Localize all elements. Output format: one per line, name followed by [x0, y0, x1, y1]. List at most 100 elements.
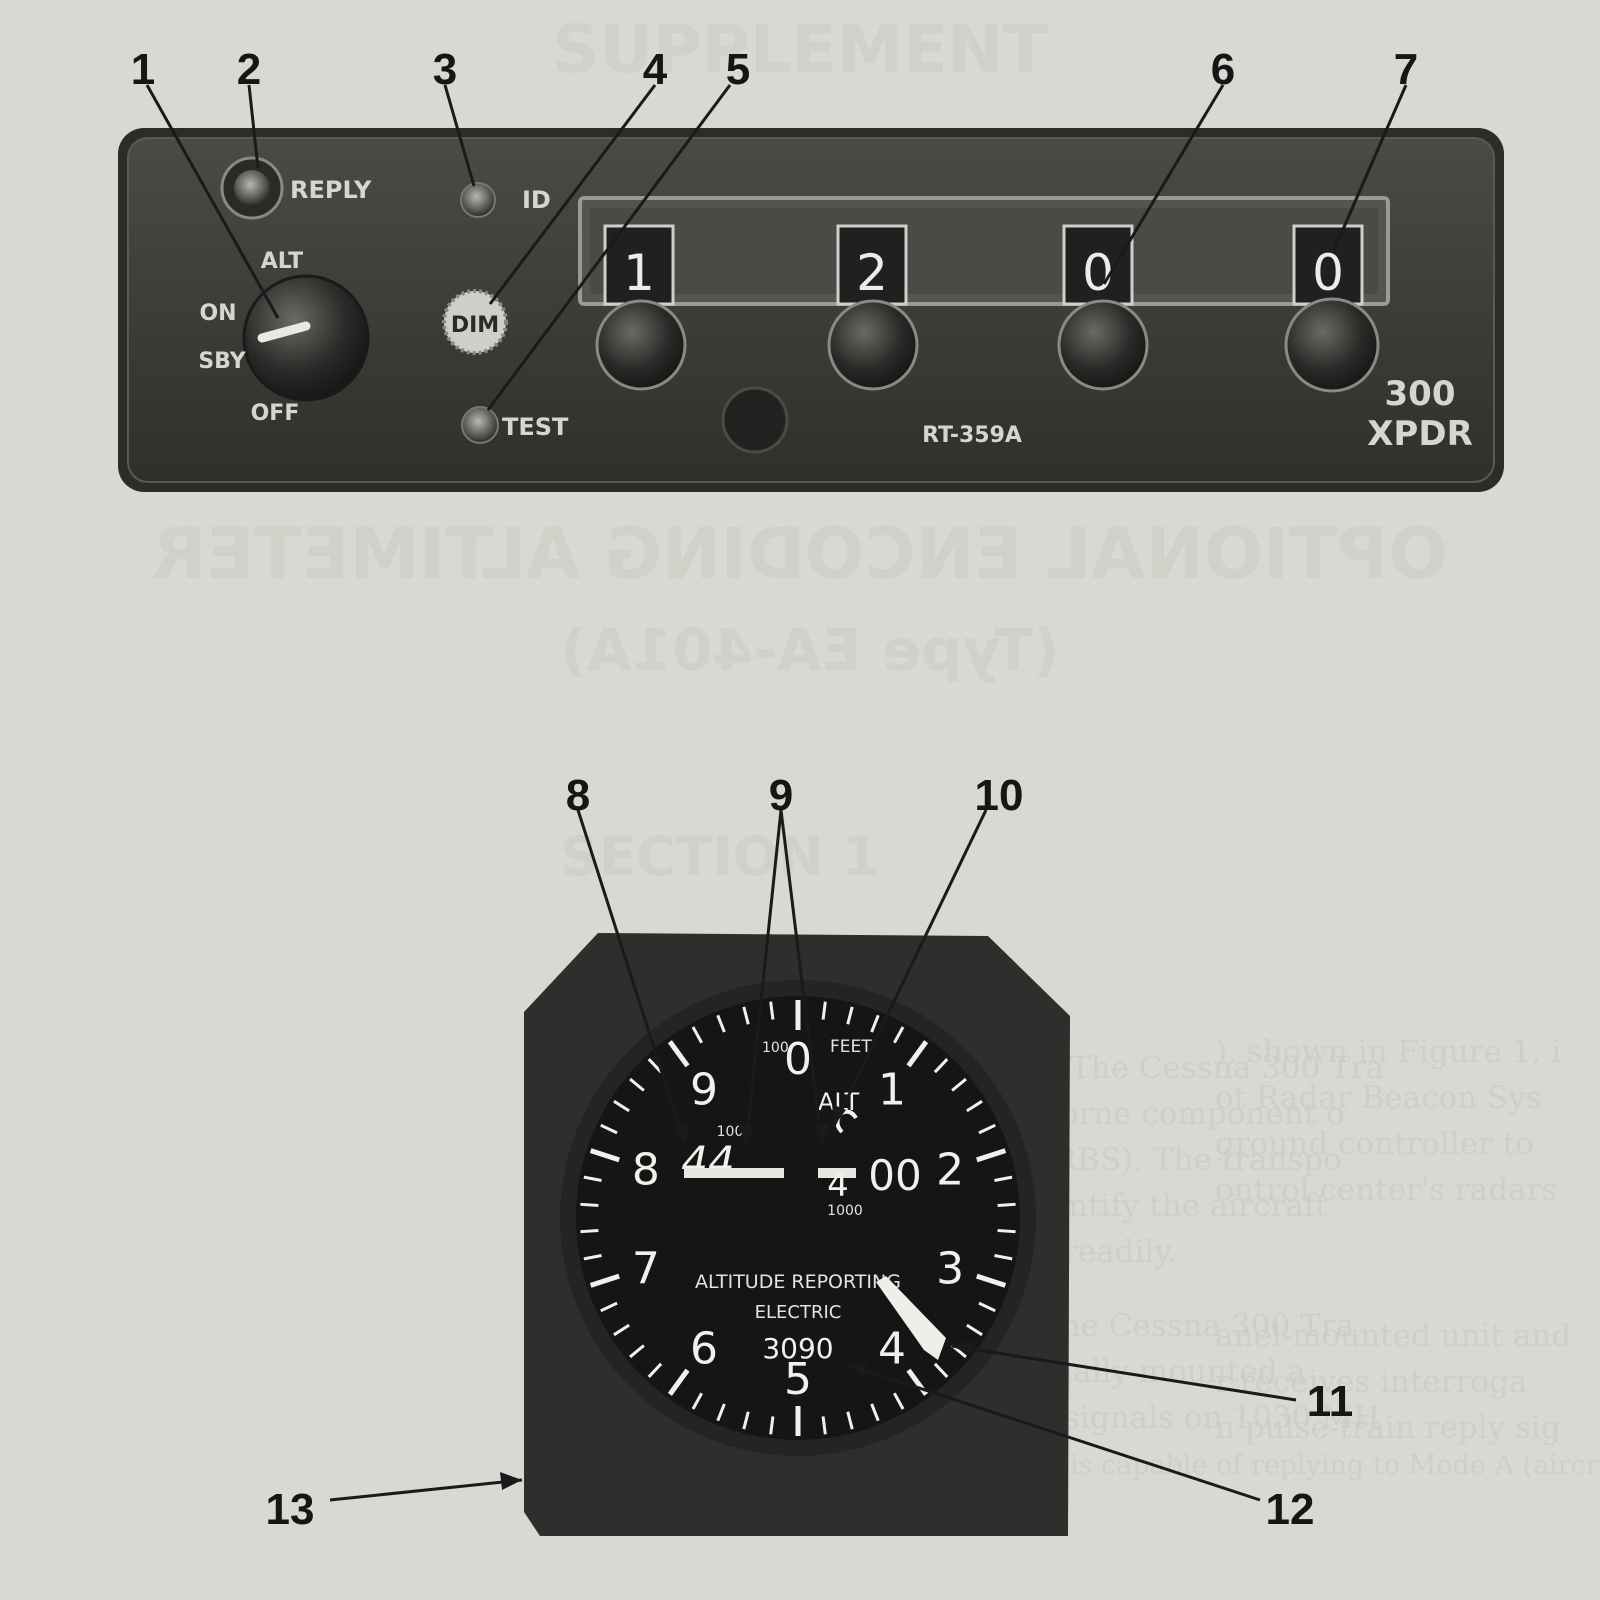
mode-knob[interactable]: [242, 274, 370, 402]
dial-minor-tick: [978, 1301, 996, 1313]
dial-minor-tick: [933, 1362, 949, 1378]
dial-minor-tick: [951, 1077, 967, 1092]
dial-minor-tick: [716, 1403, 726, 1422]
ident-button[interactable]: [460, 182, 496, 218]
altimeter-pointer: [876, 1276, 946, 1360]
paragraph-line: anel-mounted unit and: [1215, 1318, 1571, 1354]
dial-minor-tick: [647, 1058, 663, 1074]
mode-off-label: OFF: [251, 401, 300, 426]
dial-numeral: 4: [878, 1323, 906, 1374]
code-digit: 1: [623, 244, 655, 302]
dial-numeral: 2: [936, 1145, 964, 1196]
dim-knob[interactable]: [442, 289, 508, 355]
dial-minor-tick: [629, 1077, 645, 1092]
code-window: [590, 208, 1378, 294]
brand-line2: XPDR: [1367, 414, 1473, 454]
dial-minor-tick: [997, 1202, 1016, 1207]
photocell: [721, 386, 789, 454]
dial-minor-tick: [846, 1411, 854, 1430]
callout-12: 12: [1266, 1485, 1315, 1534]
paragraph-line: ), shown in Figure 1, i: [1215, 1034, 1561, 1070]
callout-6: 6: [1211, 45, 1235, 94]
brand-line1: 300: [1385, 374, 1456, 414]
paragraph-line: CRBS). The transpo: [1030, 1142, 1342, 1178]
dial-minor-tick: [613, 1323, 630, 1337]
dial-minor-tick: [821, 1001, 827, 1020]
reporting-label: ALTITUDE REPORTING: [695, 1271, 901, 1293]
code-knob-1[interactable]: [595, 299, 687, 391]
dial-minor-tick: [893, 1392, 905, 1410]
callout-2: 2: [237, 45, 261, 94]
code-knob-4[interactable]: [1284, 297, 1380, 393]
test-button[interactable]: [461, 406, 499, 444]
code-digit: 0: [1312, 244, 1344, 302]
dial-major-tick: [589, 1273, 620, 1288]
dial-minor-tick: [997, 1229, 1016, 1234]
dial-minor-tick: [600, 1301, 618, 1313]
code-digit: 0: [1082, 244, 1114, 302]
units-label: FEET: [830, 1037, 872, 1057]
callout-9: 9: [769, 771, 793, 820]
dial-minor-tick: [870, 1014, 880, 1033]
dial-ticks: [580, 1000, 1016, 1436]
dial-minor-tick: [629, 1344, 645, 1359]
callout-5: 5: [726, 45, 750, 94]
counter-label: 100: [717, 1124, 744, 1140]
callout-4: 4: [643, 45, 668, 94]
dial-minor-tick: [769, 1001, 775, 1020]
code-knob-3[interactable]: [1057, 299, 1149, 391]
paragraph-line: ground controller to: [1215, 1126, 1534, 1162]
paragraph-line: The Cessna 300 Tra: [1040, 1308, 1354, 1344]
hundred-label: 100: [762, 1040, 789, 1056]
dial-minor-tick: [647, 1362, 663, 1378]
dial-minor-tick: [716, 1014, 726, 1033]
callout-numbers: 1 2 3 4 5 6 7 8 9 10 11 12 13: [131, 45, 1418, 1534]
dial-minor-tick: [691, 1026, 703, 1044]
dial-minor-tick: [966, 1323, 983, 1337]
dial-major-tick: [976, 1273, 1007, 1288]
dial-minor-tick: [583, 1175, 602, 1182]
altimeter-dial-face: [576, 996, 1020, 1440]
electric-label: ELECTRIC: [755, 1302, 842, 1323]
dial-minor-tick: [994, 1175, 1013, 1182]
dial-minor-tick: [821, 1416, 827, 1435]
code-knob-2[interactable]: [827, 299, 919, 391]
mode-pointer: [257, 321, 311, 343]
reply-lamp-lens: [234, 170, 270, 206]
dial-minor-tick: [978, 1123, 996, 1135]
dial-minor-tick: [600, 1123, 618, 1135]
paragraph-line: ontrol center's radars: [1215, 1172, 1557, 1208]
drum-bar-mid: [818, 1168, 856, 1178]
encoding-type: (Type EA-401A): [560, 616, 1059, 684]
dial-numeral: 8: [632, 1145, 660, 1196]
dial-minor-tick: [742, 1411, 750, 1430]
paragraph-right: ), shown in Figure 1, i ot Radar Beacon …: [1215, 1034, 1571, 1446]
encoding-heading: OPTIONAL ENCODING ALTIMETER: [152, 513, 1448, 595]
mode-sby-label: SBY: [198, 349, 246, 374]
code-digit-wheel: 0: [1062, 224, 1134, 306]
paragraph-line: The Cessna 300 Tra: [1070, 1050, 1384, 1086]
dial-numeral: 7: [632, 1243, 660, 1294]
dial-numeral: 6: [690, 1323, 718, 1374]
dial-numeral: 9: [690, 1065, 718, 1116]
dial-minor-tick: [994, 1254, 1013, 1261]
code-digit-wheel: 0: [1292, 224, 1364, 306]
id-label: ID: [522, 186, 551, 214]
mode-selector[interactable]: [242, 274, 370, 402]
serial-label: 3090: [762, 1332, 833, 1365]
model-label: RT-359A: [922, 423, 1022, 448]
dial-numeral: 3: [936, 1243, 964, 1294]
drum-left: 44: [681, 1137, 734, 1186]
callout-3: 3: [433, 45, 457, 94]
dial-major-tick: [976, 1148, 1007, 1163]
paragraph-line: borne component o: [1040, 1096, 1345, 1132]
mode-alt-label: ALT: [261, 249, 303, 274]
paragraph-line: n pulse-train reply sig: [1215, 1410, 1561, 1446]
paragraph-line: ot Radar Beacon Sys: [1215, 1080, 1542, 1116]
dial-minor-tick: [742, 1006, 750, 1025]
dial-minor-tick: [769, 1416, 775, 1435]
dial-minor-tick: [893, 1026, 905, 1044]
dial-major-tick: [667, 1040, 690, 1068]
